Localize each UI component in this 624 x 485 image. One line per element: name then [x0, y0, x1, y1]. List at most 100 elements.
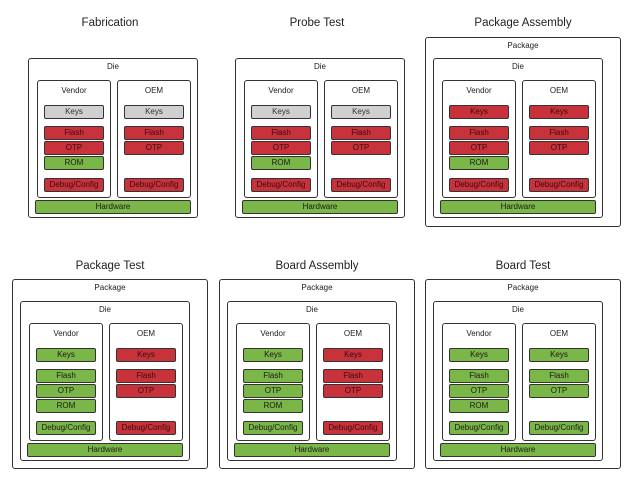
otp-chip: OTP	[124, 141, 184, 155]
rom-chip: ROM	[449, 156, 509, 170]
otp-chip: OTP	[116, 384, 176, 398]
panel-title: Board Test	[495, 260, 551, 272]
hardware-bar: Hardware	[35, 200, 191, 214]
otp-chip: OTP	[331, 141, 391, 155]
otp-chip: OTP	[529, 384, 589, 398]
flash-chip: Flash	[124, 126, 184, 140]
hardware-bar: Hardware	[440, 200, 596, 214]
debug-chip: Debug/Config	[529, 178, 589, 192]
keys-chip: Keys	[529, 105, 589, 119]
die-label: Die	[106, 62, 119, 71]
debug-chip: Debug/Config	[449, 421, 509, 435]
flash-chip: Flash	[243, 369, 303, 383]
oem-label: OEM	[343, 329, 363, 338]
otp-chip: OTP	[449, 384, 509, 398]
debug-chip: Debug/Config	[449, 178, 509, 192]
vendor-label: Vendor	[466, 329, 492, 338]
otp-chip: OTP	[243, 384, 303, 398]
panel-title: Board Assembly	[275, 260, 359, 272]
oem-label: OEM	[549, 86, 569, 95]
package-label: Package	[94, 283, 126, 292]
flash-chip: Flash	[323, 369, 383, 383]
package-label: Package	[301, 283, 333, 292]
keys-chip: Keys	[36, 348, 96, 362]
hardware-bar: Hardware	[27, 443, 183, 457]
die-label: Die	[98, 305, 111, 314]
otp-chip: OTP	[449, 141, 509, 155]
hardware-bar: Hardware	[440, 443, 596, 457]
debug-chip: Debug/Config	[243, 421, 303, 435]
flash-chip: Flash	[449, 126, 509, 140]
debug-chip: Debug/Config	[331, 178, 391, 192]
keys-chip: Keys	[251, 105, 311, 119]
oem-label: OEM	[549, 329, 569, 338]
flash-chip: Flash	[529, 369, 589, 383]
keys-chip: Keys	[116, 348, 176, 362]
rom-chip: ROM	[251, 156, 311, 170]
keys-chip: Keys	[331, 105, 391, 119]
vendor-label: Vendor	[260, 329, 286, 338]
die-label: Die	[313, 62, 326, 71]
vendor-label: Vendor	[61, 86, 87, 95]
flash-chip: Flash	[251, 126, 311, 140]
flash-chip: Flash	[449, 369, 509, 383]
debug-chip: Debug/Config	[529, 421, 589, 435]
vendor-label: Vendor	[53, 329, 79, 338]
otp-chip: OTP	[529, 141, 589, 155]
rom-chip: ROM	[449, 399, 509, 413]
debug-chip: Debug/Config	[36, 421, 96, 435]
flash-chip: Flash	[116, 369, 176, 383]
keys-chip: Keys	[44, 105, 104, 119]
hardware-bar: Hardware	[242, 200, 398, 214]
oem-label: OEM	[136, 329, 156, 338]
flash-chip: Flash	[529, 126, 589, 140]
debug-chip: Debug/Config	[323, 421, 383, 435]
keys-chip: Keys	[449, 348, 509, 362]
oem-label: OEM	[144, 86, 164, 95]
package-label: Package	[507, 41, 539, 50]
rom-chip: ROM	[36, 399, 96, 413]
otp-chip: OTP	[251, 141, 311, 155]
panel-title: Probe Test	[289, 17, 345, 29]
oem-label: OEM	[351, 86, 371, 95]
flash-chip: Flash	[331, 126, 391, 140]
package-label: Package	[507, 283, 539, 292]
otp-chip: OTP	[44, 141, 104, 155]
keys-chip: Keys	[323, 348, 383, 362]
hardware-bar: Hardware	[234, 443, 390, 457]
keys-chip: Keys	[243, 348, 303, 362]
keys-chip: Keys	[529, 348, 589, 362]
keys-chip: Keys	[124, 105, 184, 119]
die-label: Die	[511, 62, 524, 71]
rom-chip: ROM	[44, 156, 104, 170]
otp-chip: OTP	[323, 384, 383, 398]
flash-chip: Flash	[36, 369, 96, 383]
die-label: Die	[511, 305, 524, 314]
debug-chip: Debug/Config	[251, 178, 311, 192]
panel-title: Package Assembly	[474, 17, 572, 29]
keys-chip: Keys	[449, 105, 509, 119]
panel-title: Package Test	[75, 260, 145, 272]
debug-chip: Debug/Config	[116, 421, 176, 435]
panel-title: Fabrication	[81, 17, 139, 29]
die-label: Die	[305, 305, 318, 314]
vendor-label: Vendor	[268, 86, 294, 95]
